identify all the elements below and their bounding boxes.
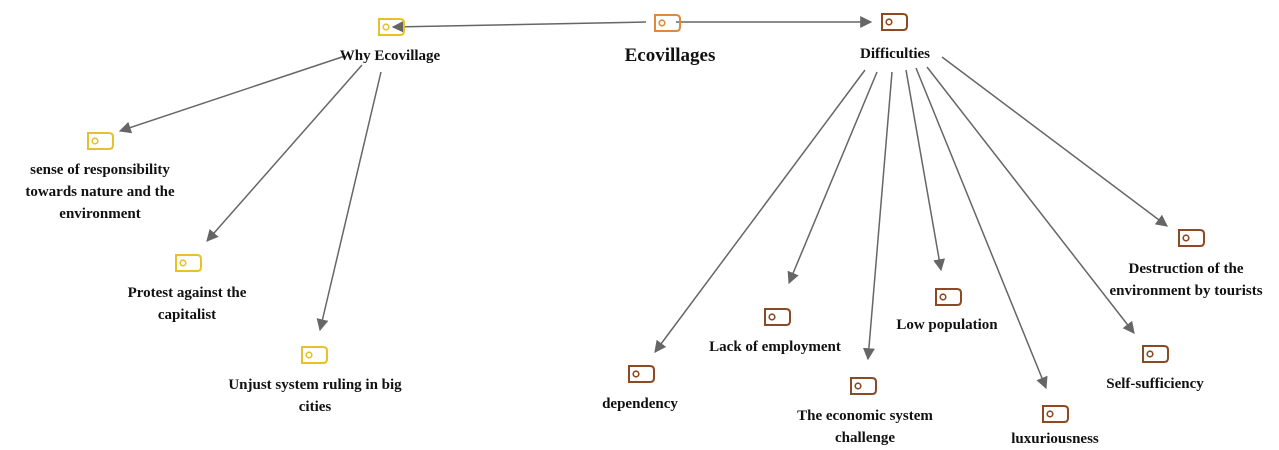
label-line: Unjust system ruling in big [228, 377, 402, 393]
label-line: challenge [835, 430, 895, 446]
tag-icon[interactable] [299, 345, 329, 365]
tag-icon[interactable] [376, 17, 406, 37]
tag-icon[interactable] [879, 12, 909, 32]
root-node-label[interactable]: Ecovillages [624, 45, 716, 66]
node-selfsuff-label[interactable]: Self-sufficiency [1106, 376, 1204, 392]
label-line: capitalist [157, 307, 217, 323]
label-line: sense of responsibility [30, 162, 170, 178]
node-responsibility-label[interactable]: sense of responsibility towards nature a… [0, 159, 200, 225]
connector-lines [118, 16, 1168, 390]
tag-icon[interactable] [173, 253, 203, 273]
label-line: environment by tourists [1109, 283, 1263, 299]
label-line: towards nature and the [25, 184, 175, 200]
node-unjust-label[interactable]: Unjust system ruling in big cities [200, 374, 430, 418]
edge-root-why [391, 20, 647, 33]
label-line: Destruction of the [1128, 261, 1244, 277]
edge-diff-lowpop [905, 69, 946, 272]
tag-icon[interactable] [762, 307, 792, 327]
edge-diff-dependency [654, 69, 866, 353]
edge-diff-destruction [941, 56, 1168, 227]
edge-why-protest [206, 64, 363, 242]
node-employment-label[interactable]: Lack of employment [709, 339, 841, 355]
node-destruction-label[interactable]: Destruction of the environment by touris… [1093, 258, 1279, 302]
edge-why-responsibility [118, 55, 346, 134]
difficulties-label[interactable]: Difficulties [860, 46, 930, 62]
edge-diff-economic [862, 71, 893, 361]
node-dependency-label[interactable]: dependency [602, 396, 678, 412]
edge-diff-selfsuff [926, 66, 1135, 334]
tag-icon[interactable] [652, 13, 682, 33]
tag-icon[interactable] [1176, 228, 1206, 248]
tag-icon[interactable] [848, 376, 878, 396]
tag-icon[interactable] [933, 287, 963, 307]
edge-why-unjust [316, 71, 382, 332]
tag-icon[interactable] [1040, 404, 1070, 424]
label-line: Protest against the [127, 285, 247, 301]
node-luxury-label[interactable]: luxuriousness [1011, 431, 1099, 447]
node-economic-label[interactable]: The economic system challenge [775, 405, 955, 449]
tag-icon[interactable] [85, 131, 115, 151]
node-lowpop-label[interactable]: Low population [896, 317, 998, 333]
edge-diff-luxury [915, 67, 1048, 390]
tag-icon[interactable] [626, 364, 656, 384]
why-ecovillage-label[interactable]: Why Ecovillage [339, 48, 441, 64]
node-protest-label[interactable]: Protest against the capitalist [97, 282, 277, 326]
label-line: cities [298, 399, 332, 415]
label-line: environment [59, 206, 141, 222]
edge-diff-employment [787, 71, 878, 285]
label-line: The economic system [797, 408, 933, 424]
tag-icon[interactable] [1140, 344, 1170, 364]
